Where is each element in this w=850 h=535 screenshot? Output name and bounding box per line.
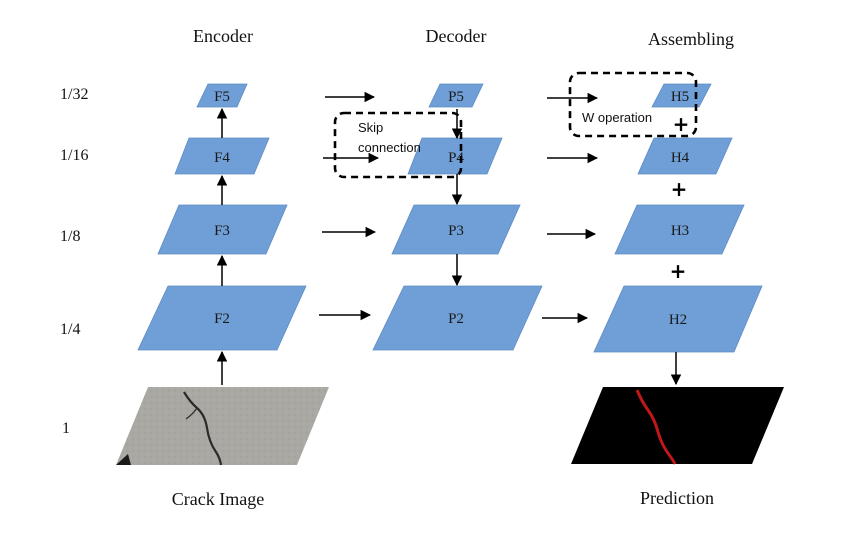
scale-label-1-16: 1/16 bbox=[60, 147, 88, 164]
skip-connection-label-line2: connection bbox=[358, 140, 421, 155]
decoder-block-p3: P3 bbox=[391, 204, 521, 255]
svg-text:P2: P2 bbox=[448, 311, 464, 327]
svg-text:P5: P5 bbox=[448, 89, 464, 105]
lateral-arrows-decoder-assembling bbox=[542, 92, 599, 324]
encoder-block-f4: F4 bbox=[174, 137, 270, 175]
decoder-block-p5: P5 bbox=[428, 83, 484, 108]
w-operation-callout: W operation bbox=[568, 71, 698, 138]
scale-label-1-32: 1/32 bbox=[60, 86, 88, 103]
scale-label-1-8: 1/8 bbox=[60, 228, 80, 245]
prediction-image bbox=[571, 387, 784, 465]
plus-icon-h3-h2: + bbox=[670, 259, 687, 283]
svg-text:P3: P3 bbox=[448, 223, 464, 239]
output-caption: Prediction bbox=[640, 488, 714, 508]
decoder-header: Decoder bbox=[426, 26, 487, 46]
svg-text:F4: F4 bbox=[214, 150, 230, 166]
assembling-block-h3: H3 bbox=[614, 204, 745, 255]
svg-text:H5: H5 bbox=[671, 89, 689, 105]
svg-text:H2: H2 bbox=[669, 312, 687, 328]
svg-text:H3: H3 bbox=[671, 223, 689, 239]
scale-label-1: 1 bbox=[62, 420, 70, 437]
plus-icon-h5-h4: + bbox=[673, 112, 690, 136]
plus-icon-h4-h3: + bbox=[671, 177, 688, 201]
assembling-block-h5: H5 bbox=[651, 83, 712, 108]
scale-label-1-4: 1/4 bbox=[60, 321, 80, 338]
svg-text:F2: F2 bbox=[214, 311, 230, 327]
encoder-block-f2: F2 bbox=[137, 285, 307, 351]
assembling-block-h2: H2 bbox=[593, 285, 763, 353]
skip-connection-label-line1: Skip bbox=[358, 120, 383, 135]
svg-text:F3: F3 bbox=[214, 223, 230, 239]
skip-connection-callout: Skip connection bbox=[333, 111, 463, 179]
crack-image bbox=[116, 387, 329, 466]
encoder-block-f5: F5 bbox=[196, 83, 248, 108]
assembling-block-h4: H4 bbox=[637, 137, 733, 175]
encoder-block-f3: F3 bbox=[157, 204, 288, 255]
w-operation-label: W operation bbox=[582, 110, 652, 125]
svg-text:H4: H4 bbox=[671, 150, 690, 166]
decoder-block-p4: P4 bbox=[407, 137, 503, 175]
lateral-arrows-encoder-decoder bbox=[319, 91, 380, 321]
svg-text:F5: F5 bbox=[214, 89, 230, 105]
decoder-block-p2: P2 bbox=[372, 285, 543, 351]
encoder-header: Encoder bbox=[193, 26, 253, 46]
input-caption: Crack Image bbox=[172, 489, 264, 509]
assembling-header: Assembling bbox=[648, 29, 734, 49]
